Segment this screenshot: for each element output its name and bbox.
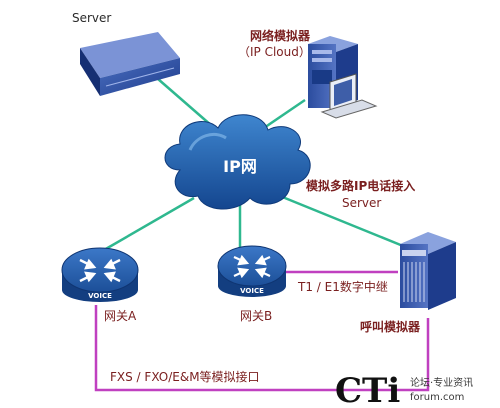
call-simulator-label: 呼叫模拟器 [360,319,421,334]
cloud-icon [164,114,311,210]
analog-links [94,270,430,392]
gateway-b-badge: VOICE [240,287,264,295]
multi-ip-phone-label-2: Server [342,196,381,210]
server-icon [80,32,180,96]
router-icon-gateway-a [61,247,139,302]
link-server-cloud [149,71,213,127]
link-cloud-call-simulator [279,194,409,250]
multi-ip-phone-label-1: 模拟多路IP电话接入 [306,178,415,193]
gateway-a-badge: VOICE [88,292,112,300]
t1-e1-label: T1 / E1数字中继 [297,279,388,294]
call-simulator-icon [400,232,456,310]
svg-text:CTi: CTi [335,371,400,408]
cloud-label: IP网 [223,157,257,176]
network-emulator-label-1: 网络模拟器 [250,28,311,43]
link-fxs-fxo [94,305,430,392]
router-icon-gateway-b [217,245,287,297]
gateway-a-label: 网关A [104,309,137,323]
monitor-icon [320,73,378,119]
fxs-fxo-label: FXS / FXO/E&M等模拟接口 [110,369,260,384]
link-cloud-gateway-a [103,196,195,252]
network-emulator-label-2: （IP Cloud） [238,45,311,59]
gateway-b-label: 网关B [240,309,272,323]
ip-links [103,71,409,252]
svg-text:forum.com: forum.com [410,392,464,403]
svg-text:论坛·专业资讯: 论坛·专业资讯 [410,376,473,389]
server-label: Server [72,11,111,25]
ctiforum-logo: CTi 论坛·专业资讯 forum.com [335,371,473,408]
